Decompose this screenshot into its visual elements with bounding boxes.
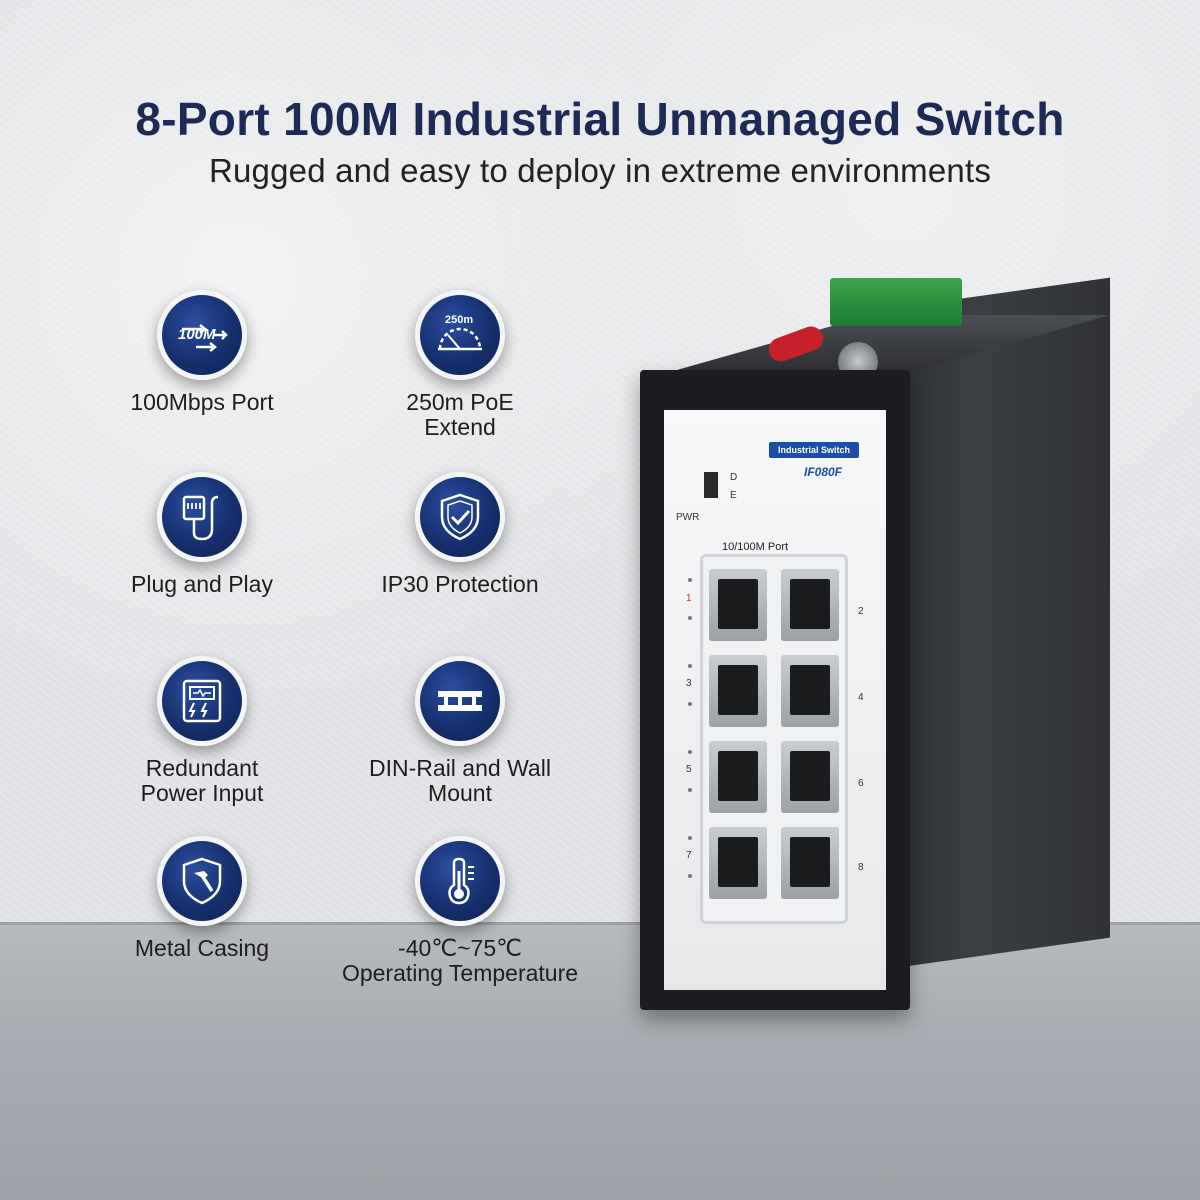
link-led <box>688 616 692 620</box>
floor-edge <box>0 922 1200 926</box>
link-led <box>688 836 692 840</box>
feature-label: 250m PoE Extend <box>406 389 514 440</box>
port-number: 5 <box>686 764 692 775</box>
feature-label: Plug and Play <box>131 571 273 597</box>
port-group <box>700 554 848 924</box>
model-label: IF080F <box>804 465 843 479</box>
power-supply-icon <box>157 656 247 746</box>
ethernet-port-1 <box>709 569 767 641</box>
ethernet-port-3 <box>709 655 767 727</box>
link-led <box>688 664 692 668</box>
feature-temperature: -40℃~75℃ Operating Temperature <box>330 836 590 986</box>
feature-metal-casing: Metal Casing <box>72 836 332 961</box>
feature-din-rail: DIN-Rail and Wall Mount <box>330 656 590 806</box>
din-rail-icon <box>415 656 505 746</box>
page-subtitle: Rugged and easy to deploy in extreme env… <box>208 152 992 189</box>
feature-label: -40℃~75℃ Operating Temperature <box>341 935 579 986</box>
port-number: 1 <box>686 593 692 604</box>
power-led-label: PWR <box>676 512 700 523</box>
feature-label: Redundant Power Input <box>140 755 264 806</box>
speed-arrow-icon: 100M <box>157 290 247 380</box>
feature-redundant-power: Redundant Power Input <box>72 656 332 806</box>
ethernet-port-7 <box>709 827 767 899</box>
shield-hammer-icon <box>157 836 247 926</box>
switch-device-image: Industrial Switch IF080F D E PWR 10/100M… <box>640 270 1120 1030</box>
thermometer-icon <box>415 836 505 926</box>
link-led <box>688 750 692 754</box>
shield-check-icon <box>415 472 505 562</box>
port-number: 4 <box>858 692 864 703</box>
port-number: 8 <box>858 862 864 873</box>
ethernet-port-2 <box>781 569 839 641</box>
feature-label: DIN-Rail and Wall Mount <box>369 755 551 806</box>
feature-plug-and-play: Plug and Play <box>72 472 332 597</box>
feature-label: Metal Casing <box>134 935 270 961</box>
page-title: 8-Port 100M Industrial Unmanaged Switch <box>135 93 1065 145</box>
port-number: 3 <box>686 678 692 689</box>
ethernet-port-8 <box>781 827 839 899</box>
port-group-label: 10/100M Port <box>722 541 789 553</box>
link-led <box>688 578 692 582</box>
port-number: 7 <box>686 850 692 861</box>
feature-label: IP30 Protection <box>381 571 539 597</box>
switch-side-panel <box>880 277 1110 970</box>
switch-front-bezel: Industrial Switch IF080F D E PWR 10/100M… <box>640 370 910 1010</box>
ethernet-port-4 <box>781 655 839 727</box>
feature-ip30: IP30 Protection <box>330 472 590 597</box>
floor-background <box>0 925 1200 1200</box>
distance-arc-icon: 250m <box>415 290 505 380</box>
link-led <box>688 874 692 878</box>
ethernet-port-6 <box>781 741 839 813</box>
ethernet-port-5 <box>709 741 767 813</box>
feature-label: 100Mbps Port <box>130 389 274 415</box>
badge-text-250m: 250m <box>445 314 473 326</box>
switch-front-panel: Industrial Switch IF080F D E PWR 10/100M… <box>664 410 886 990</box>
dip-label-e: E <box>730 490 737 501</box>
ethernet-plug-icon <box>157 472 247 562</box>
port-number: 2 <box>858 606 864 617</box>
link-led <box>688 702 692 706</box>
brand-label: Industrial Switch <box>769 442 859 458</box>
dip-switch <box>704 472 718 498</box>
link-led <box>688 788 692 792</box>
feature-100mbps: 100M 100Mbps Port <box>72 290 332 415</box>
port-number: 6 <box>858 778 864 789</box>
dip-label-d: D <box>730 472 738 483</box>
feature-250m-poe: 250m 250m PoE Extend <box>330 290 590 440</box>
power-terminal-block <box>830 278 962 326</box>
